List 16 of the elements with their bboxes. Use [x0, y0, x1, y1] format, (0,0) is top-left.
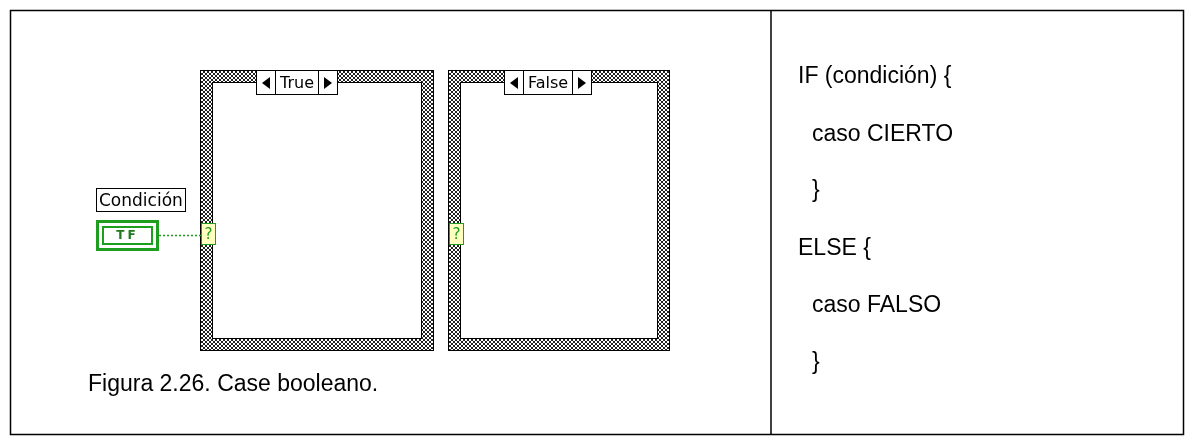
code-line: }	[812, 348, 820, 375]
case-selector-tab: False	[504, 70, 593, 95]
code-line: caso FALSO	[812, 291, 942, 318]
selector-terminal: ?	[449, 223, 464, 245]
case-structure-frame	[448, 70, 670, 351]
case-selector-tab: True	[256, 70, 338, 95]
code-line: }	[812, 176, 820, 203]
wire	[158, 234, 202, 237]
selector-terminal: ?	[201, 223, 216, 245]
figure-caption: Figura 2.26. Case booleano.	[88, 370, 379, 397]
control-label: Condición	[96, 188, 186, 212]
case-structure-frame	[200, 70, 434, 351]
code-line: caso CIERTO	[812, 120, 954, 147]
code-line: ELSE {	[798, 234, 871, 261]
boolean-terminal: TF	[96, 220, 159, 251]
code-line: IF (condición) {	[798, 62, 952, 89]
